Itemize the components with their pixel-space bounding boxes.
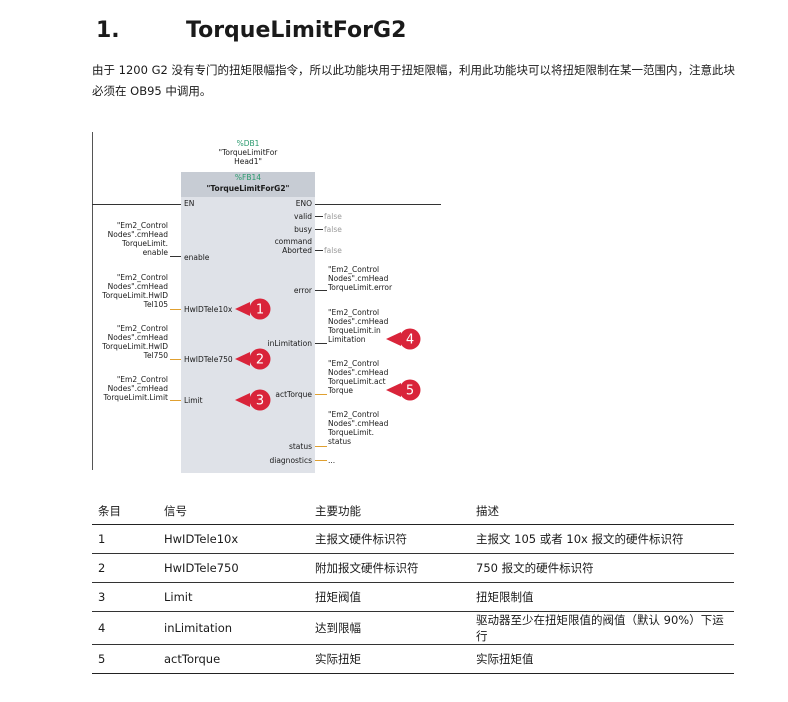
table-header-row: 条目 信号 主要功能 描述: [92, 498, 734, 525]
enable-wire: [170, 256, 181, 257]
cell-description: 750 报文的硬件标识符: [470, 553, 734, 583]
command-aborted-wire: [315, 250, 323, 251]
hwidtele10x-wire: [170, 309, 181, 310]
cell-description: 扭矩限制值: [470, 582, 734, 612]
eno-pin: ENO: [295, 199, 312, 208]
table-row: 1 HwIDTele10x 主报文硬件标识符 主报文 105 或者 10x 报文…: [92, 524, 734, 554]
valid-value: false: [324, 212, 342, 221]
eno-line: [315, 204, 441, 205]
diagnostics-wire: [315, 460, 327, 461]
intro-paragraph: 由于 1200 G2 没有专门的扭矩限幅指令，所以此功能块用于扭矩限幅，利用此功…: [92, 63, 735, 98]
header-description: 描述: [470, 498, 734, 525]
table-row: 3 Limit 扭矩阀值 扭矩限制值: [92, 582, 734, 612]
hwidtele10x-pin: HwIDTele10x: [184, 305, 233, 314]
limit-pin: Limit: [184, 396, 203, 405]
signal-table: 条目 信号 主要功能 描述 1 HwIDTele10x 主报文硬件标识符 主报文…: [92, 498, 734, 674]
inlimitation-pin: inLimitation: [267, 339, 312, 348]
status-wire: [315, 446, 327, 447]
svg-text:1: 1: [256, 303, 264, 318]
svg-text:4: 4: [406, 333, 414, 348]
command-aborted-value: false: [324, 246, 342, 255]
busy-wire: [315, 229, 323, 230]
busy-pin: busy: [294, 225, 312, 234]
header-signal: 信号: [158, 498, 309, 525]
section-number: 1.: [96, 18, 120, 43]
valid-wire: [315, 216, 323, 217]
hwidtele750-wire: [170, 359, 181, 360]
table-row: 4 inLimitation 达到限幅 驱动器至少在扭矩限值的阀值（默认 90%…: [92, 611, 734, 645]
cell-signal: Limit: [158, 582, 309, 612]
cell-item: 3: [92, 582, 158, 612]
header-function: 主要功能: [309, 498, 470, 525]
enable-pin: enable: [184, 253, 210, 262]
callout-layer: 1 2 3 4 5: [235, 298, 421, 411]
power-rail: [92, 132, 93, 470]
callout-marker-3: 3: [235, 389, 271, 411]
en-line: [92, 204, 181, 205]
table-row: 5 actTorque 实际扭矩 实际扭矩值: [92, 644, 734, 674]
cell-item: 5: [92, 644, 158, 674]
busy-value: false: [324, 225, 342, 234]
limit-wire: [170, 400, 181, 401]
fb-number: %FB14: [234, 173, 262, 182]
en-pin: EN: [184, 199, 195, 208]
cell-description: 实际扭矩值: [470, 644, 734, 674]
cell-function: 扭矩阀值: [309, 582, 470, 612]
fb-name: "TorqueLimitForG2": [206, 184, 290, 193]
callout-marker-5: 5: [386, 379, 421, 401]
acttorque-pin: actTorque: [275, 390, 312, 399]
cell-item: 2: [92, 553, 158, 583]
cell-function: 实际扭矩: [309, 644, 470, 674]
cell-function: 主报文硬件标识符: [309, 524, 470, 554]
function-block-header: [181, 172, 315, 197]
svg-text:5: 5: [406, 384, 414, 399]
cell-signal: HwIDTele10x: [158, 524, 309, 554]
callout-marker-2: 2: [235, 348, 271, 370]
diagnostics-pin: diagnostics: [269, 456, 312, 465]
cell-description: 主报文 105 或者 10x 报文的硬件标识符: [470, 524, 734, 554]
status-pin: status: [288, 442, 312, 451]
cell-item: 1: [92, 524, 158, 554]
callout-marker-1: 1: [235, 298, 271, 320]
db-name-line1: "TorqueLimitFor: [218, 148, 278, 157]
svg-text:3: 3: [256, 394, 264, 409]
error-pin: error: [293, 286, 312, 295]
table-row: 2 HwIDTele750 附加报文硬件标识符 750 报文的硬件标识符: [92, 553, 734, 583]
cell-signal: actTorque: [158, 644, 309, 674]
callout-marker-4: 4: [386, 328, 421, 350]
function-block-body[interactable]: [181, 172, 315, 473]
cell-item: 4: [92, 611, 158, 645]
cell-signal: inLimitation: [158, 611, 309, 645]
valid-pin: valid: [294, 212, 312, 221]
header-item: 条目: [92, 498, 158, 525]
diagnostics-value: ...: [328, 456, 336, 465]
hwidtele750-pin: HwIDTele750: [184, 355, 233, 364]
acttorque-wire: [315, 394, 327, 395]
cell-function: 达到限幅: [309, 611, 470, 645]
db-name-line2: Head1": [234, 157, 262, 166]
db-number: %DB1: [236, 139, 260, 148]
svg-text:2: 2: [256, 353, 264, 368]
function-block-diagram: %DB1 "TorqueLimitFor Head1" %FB14 "Torqu…: [92, 128, 452, 473]
cell-description: 驱动器至少在扭矩限值的阀值（默认 90%）下运行: [470, 611, 734, 645]
cell-function: 附加报文硬件标识符: [309, 553, 470, 583]
section-title: TorqueLimitForG2: [186, 18, 407, 43]
error-wire: [315, 290, 327, 291]
cell-signal: HwIDTele750: [158, 553, 309, 583]
inlimitation-wire: [315, 343, 327, 344]
